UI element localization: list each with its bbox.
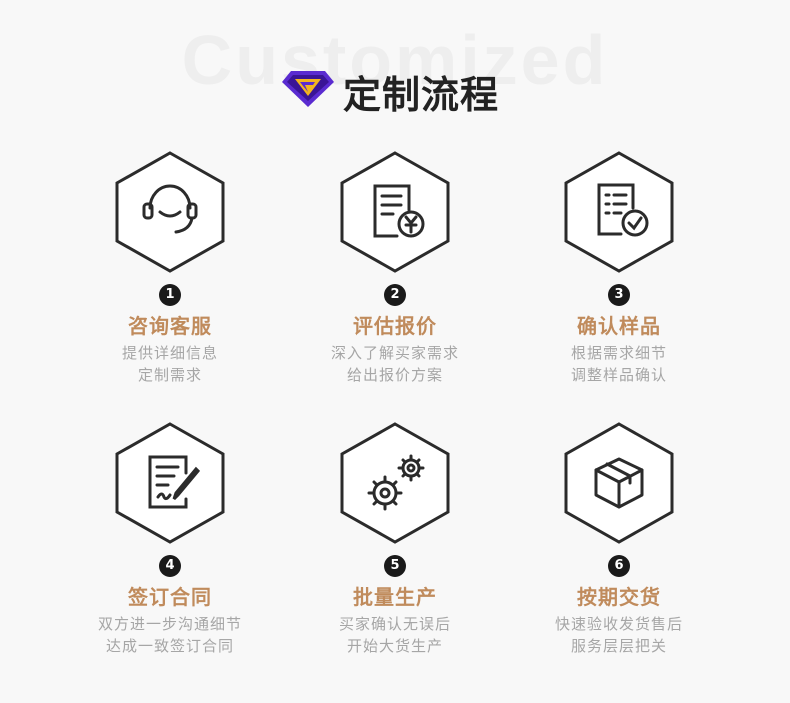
hexagon-frame: [115, 422, 225, 544]
step-description-line1: 买家确认无误后: [338, 615, 451, 633]
step-number: 3: [608, 284, 630, 306]
step-description-line2: 调整样品确认: [570, 366, 667, 384]
superman-shield-logo-icon: [282, 71, 334, 107]
step-number: 1: [159, 284, 181, 306]
step-title: 确认样品: [577, 314, 661, 338]
step-title: 批量生产: [353, 585, 437, 609]
step-number: 5: [384, 555, 406, 577]
headset-icon: [142, 184, 198, 234]
package-box-icon: [594, 457, 644, 509]
header: Customized 定制流程: [0, 0, 790, 130]
step-number: 2: [384, 284, 406, 306]
step-number: 4: [159, 555, 181, 577]
step-description-line2: 服务层层把关: [570, 637, 667, 655]
step-description-line2: 定制需求: [137, 366, 202, 384]
hexagon-frame: [564, 151, 674, 273]
gears-icon: [367, 454, 425, 511]
invoice-yuan-icon: [373, 184, 425, 238]
page-title: 定制流程: [343, 73, 500, 117]
step-description-line2: 开始大货生产: [346, 637, 443, 655]
watermark-text: Customized: [181, 21, 609, 99]
step-number: 6: [608, 555, 630, 577]
step-description-line1: 深入了解买家需求: [330, 344, 459, 362]
hexagon-frame: [564, 422, 674, 544]
step-description-line1: 根据需求细节: [570, 344, 667, 362]
hexagon-frame: [340, 422, 450, 544]
step-title: 签订合同: [128, 585, 212, 609]
step-description-line1: 提供详细信息: [121, 344, 218, 362]
step-description-line1: 快速验收发货售后: [554, 615, 683, 633]
hexagon-frame: [340, 151, 450, 273]
checklist-icon: [597, 183, 649, 237]
step-description-line2: 达成一致签订合同: [105, 637, 234, 655]
step-title: 咨询客服: [128, 314, 212, 338]
step-title: 按期交货: [577, 585, 661, 609]
step-description-line1: 双方进一步沟通细节: [97, 615, 242, 633]
step-description-line2: 给出报价方案: [346, 366, 443, 384]
hexagon-frame: [115, 151, 225, 273]
step-title: 评估报价: [353, 314, 437, 338]
contract-sign-icon: [148, 455, 201, 509]
